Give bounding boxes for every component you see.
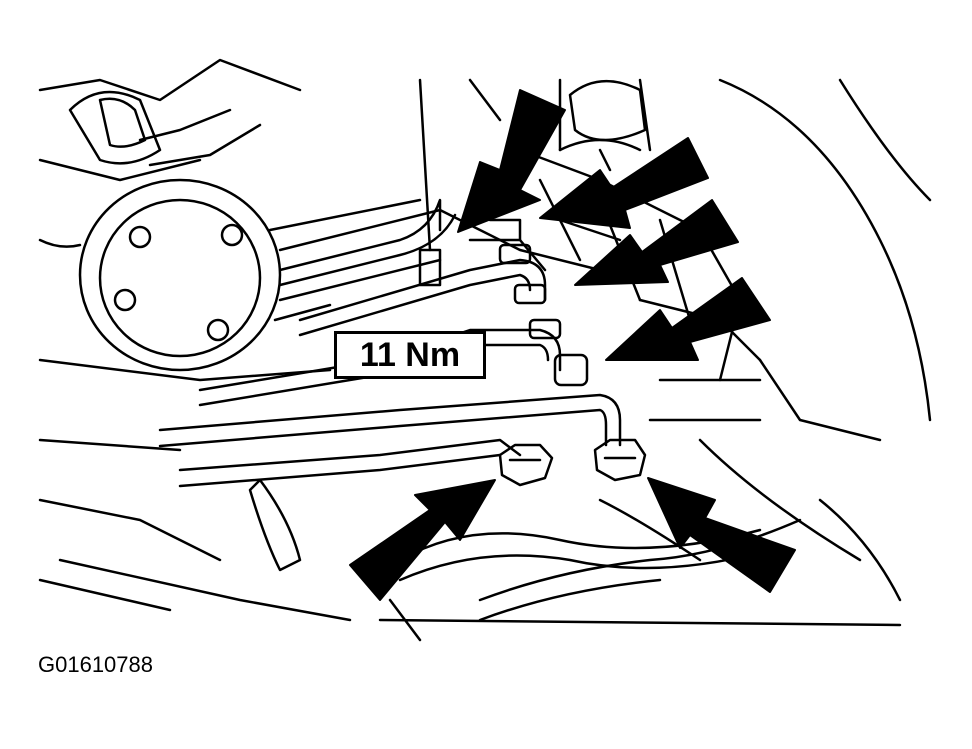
- arrow-upper-left: [457, 89, 566, 233]
- arrow-lower-right: [647, 477, 796, 593]
- arrow-upper-4: [605, 277, 771, 361]
- pump-cover: [78, 178, 422, 372]
- figure-id: G01610788: [38, 652, 153, 677]
- brake-line-nut-left: [498, 443, 554, 487]
- sensor-connector: [68, 90, 262, 167]
- brake-line-nut-right: [593, 438, 647, 482]
- callout-arrows: [349, 89, 796, 601]
- brake-line-fittings: [418, 218, 589, 387]
- engine-bay-background: [38, 58, 932, 627]
- arrow-lower-left: [349, 479, 496, 601]
- arrow-upper-3: [574, 199, 739, 286]
- torque-spec-label: 11 Nm: [334, 331, 486, 379]
- arrow-upper-2: [539, 137, 709, 229]
